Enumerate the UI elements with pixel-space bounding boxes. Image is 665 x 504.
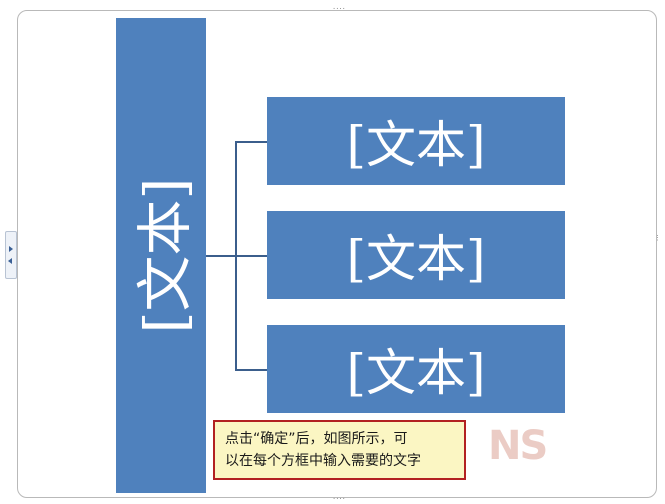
- expand-right-icon: [9, 246, 13, 252]
- callout-line-2: 以在每个方框中输入需要的文字: [225, 453, 421, 469]
- connector-child-1: [235, 141, 267, 143]
- connector-main: [206, 255, 237, 257]
- callout-line-1: 点击“确定”后，如图所示，可: [225, 431, 408, 447]
- expand-left-icon: [8, 258, 12, 264]
- main-text-shape[interactable]: [文本]: [116, 18, 206, 493]
- child-shape-text: [文本]: [346, 230, 486, 288]
- child-shape-text: [文本]: [346, 116, 486, 174]
- text-pane-toggle-button[interactable]: [5, 231, 17, 279]
- frame-right-handle[interactable]: ⋮: [654, 234, 661, 242]
- watermark-logo: NS: [488, 423, 548, 469]
- child-shape-1[interactable]: [文本]: [267, 97, 565, 185]
- child-shape-text: [文本]: [346, 344, 486, 402]
- connector-child-3: [235, 369, 267, 371]
- connector-child-2: [235, 255, 267, 257]
- instruction-callout: 点击“确定”后，如图所示，可 以在每个方框中输入需要的文字: [213, 420, 466, 480]
- main-shape-text: [文本]: [133, 177, 199, 334]
- frame-top-handle[interactable]: ....: [332, 3, 346, 11]
- child-shape-2[interactable]: [文本]: [267, 211, 565, 299]
- frame-bottom-handle[interactable]: ....: [332, 493, 346, 501]
- child-shape-3[interactable]: [文本]: [267, 325, 565, 413]
